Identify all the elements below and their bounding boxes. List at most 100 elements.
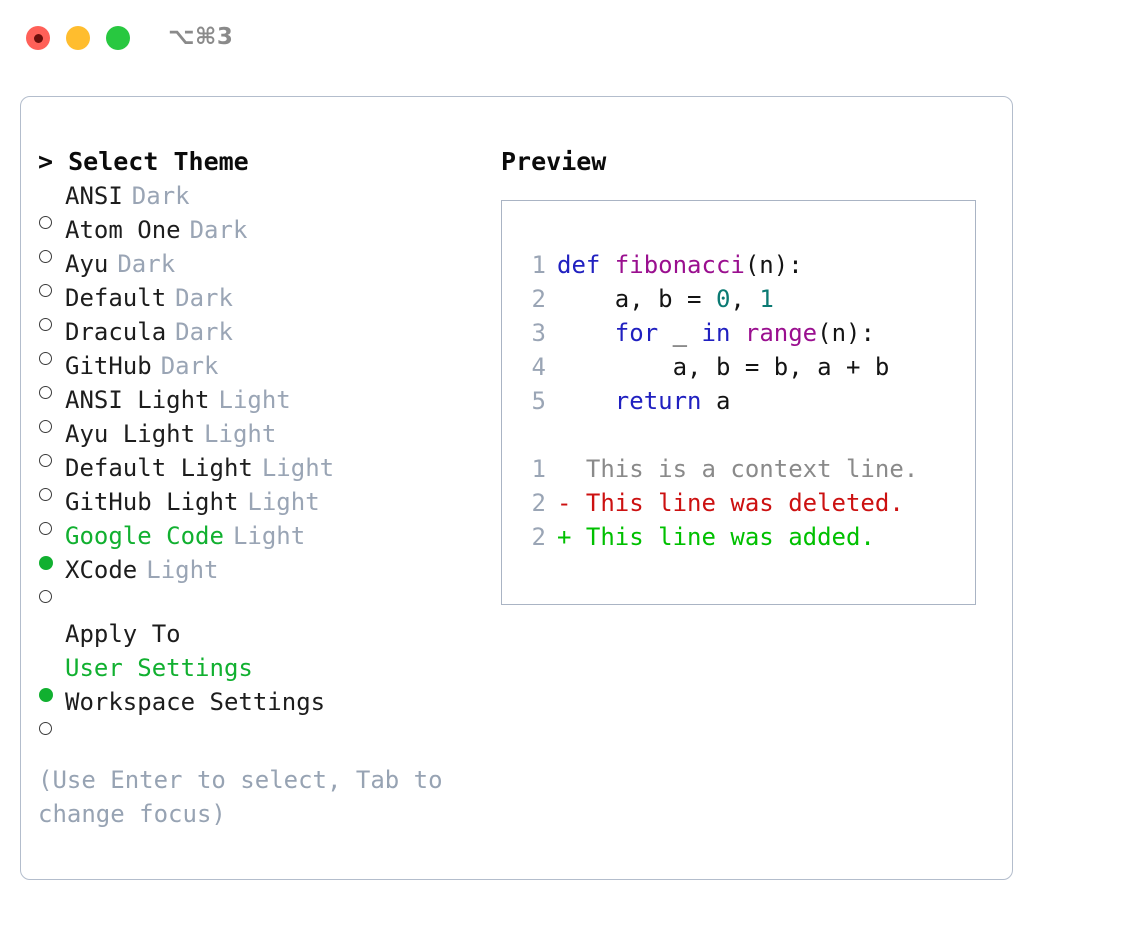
- theme-item-default[interactable]: Default Dark: [38, 281, 478, 331]
- theme-item-tag: Dark: [117, 250, 176, 278]
- theme-item-label: ANSI Light: [65, 386, 210, 414]
- theme-item-tag: Light: [247, 488, 320, 516]
- code-line-number: 2: [531, 285, 546, 313]
- radio-dot-shape: [39, 688, 53, 702]
- diff-line-text: - This line was deleted.: [557, 489, 904, 517]
- theme-item-tag: Light: [146, 556, 219, 584]
- apply-to-item-user-settings[interactable]: User Settings: [38, 651, 478, 702]
- theme-item-google-code[interactable]: Google Code Light: [38, 519, 478, 570]
- apply-to-item-workspace-settings[interactable]: Workspace Settings: [38, 685, 478, 735]
- diff-line-del: 2 - This line was deleted.: [511, 486, 969, 520]
- code-spacer: [511, 418, 969, 452]
- code-token-num: 1: [759, 285, 774, 313]
- code-line-text: a, b = 0, 1: [557, 282, 774, 316]
- theme-item-tag: Dark: [175, 284, 233, 312]
- code-line-number: 4: [531, 353, 546, 381]
- theme-item-github[interactable]: GitHub Dark: [38, 349, 478, 399]
- code-line: 3 for _ in range(n):: [511, 316, 969, 350]
- radio-dot-shape: [39, 556, 53, 570]
- radio-dot-shape: [39, 522, 52, 535]
- theme-item-label: GitHub: [65, 352, 152, 380]
- code-line: 1 def fibonacci(n):: [511, 248, 969, 282]
- code-token-pl: [730, 319, 744, 347]
- diff-line-number: 1: [531, 455, 546, 483]
- code-line: 2 a, b = 0, 1: [511, 282, 969, 316]
- preview-title: Preview: [501, 147, 607, 176]
- theme-item-tag: Light: [232, 522, 306, 550]
- code-line: 5 return a: [511, 384, 969, 418]
- diff-line-number: 2: [531, 489, 546, 517]
- radio-dot-shape: [39, 216, 52, 229]
- code-token-pl: (n):: [744, 251, 803, 279]
- minimize-button-icon[interactable]: [66, 26, 90, 50]
- code-token-fn: range: [744, 319, 818, 347]
- radio-dot-shape: [39, 454, 52, 467]
- code-token-kw: return: [614, 387, 702, 415]
- theme-item-label: Default Light: [65, 454, 253, 482]
- close-button-icon[interactable]: [26, 26, 50, 50]
- diff-line-text: + This line was added.: [557, 523, 875, 551]
- section-title-select-theme: > Select Theme: [38, 147, 249, 176]
- diff-block: 1 This is a context line. 2 - This line wa…: [511, 452, 969, 554]
- code-line-text: return a: [557, 384, 731, 418]
- keyboard-shortcut-label: ⌥⌘3: [168, 24, 234, 50]
- theme-item-tag: Dark: [175, 318, 233, 346]
- radio-dot-shape: [39, 488, 52, 501]
- diff-line-add: 2 + This line was added.: [511, 520, 969, 554]
- code-line: 4 a, b = b, a + b: [511, 350, 969, 384]
- radio-dot-shape: [39, 318, 52, 331]
- theme-item-ansi[interactable]: ANSI Dark: [38, 179, 478, 229]
- apply-to-item-label: User Settings: [65, 654, 253, 682]
- diff-line-ctx: 1 This is a context line.: [511, 452, 969, 486]
- code-token-num: 0: [715, 285, 731, 313]
- theme-item-github-light[interactable]: GitHub Light Light: [38, 485, 478, 535]
- diff-line-number: 2: [531, 523, 546, 551]
- code-token-kw: in: [701, 319, 731, 347]
- radio-dot-shape: [39, 420, 52, 433]
- apply-to-item-label: Workspace Settings: [65, 688, 326, 716]
- code-token-pl: a, b = b, a + b: [557, 353, 890, 381]
- theme-item-label: GitHub Light: [65, 488, 239, 516]
- theme-item-tag: Dark: [131, 182, 190, 210]
- theme-item-xcode[interactable]: XCode Light: [38, 553, 478, 603]
- theme-item-label: Dracula: [65, 318, 167, 346]
- theme-item-tag: Dark: [160, 352, 219, 380]
- code-line-number: 5: [531, 387, 546, 415]
- theme-item-dracula[interactable]: Dracula Dark: [38, 315, 478, 365]
- theme-item-label: Default: [65, 284, 167, 312]
- apply-to-heading: Apply To: [65, 620, 181, 648]
- code-token-pl: a: [701, 387, 731, 415]
- code-token-pl: ,: [730, 285, 760, 313]
- theme-item-label: XCode: [65, 556, 138, 584]
- theme-item-tag: Light: [204, 420, 277, 448]
- theme-item-ansi-light[interactable]: ANSI Light Light: [38, 383, 478, 433]
- code-token-pl: [557, 319, 615, 347]
- code-token-kw: def: [557, 251, 615, 279]
- theme-item-label: Ayu: [65, 250, 109, 278]
- theme-item-ayu[interactable]: Ayu Dark: [38, 247, 478, 297]
- maximize-button-icon[interactable]: [106, 26, 130, 50]
- radio-dot-shape: [39, 352, 52, 365]
- traffic-lights: [26, 26, 130, 50]
- code-token-pl: (n):: [817, 319, 875, 347]
- theme-item-label: Google Code: [65, 522, 224, 550]
- code-line-number: 1: [531, 251, 546, 279]
- code-line-text: def fibonacci(n):: [557, 248, 803, 282]
- theme-item-label: ANSI: [65, 182, 123, 210]
- radio-dot-shape: [39, 250, 52, 263]
- diff-line-text: This is a context line.: [557, 455, 919, 483]
- theme-item-tag: Light: [218, 386, 291, 414]
